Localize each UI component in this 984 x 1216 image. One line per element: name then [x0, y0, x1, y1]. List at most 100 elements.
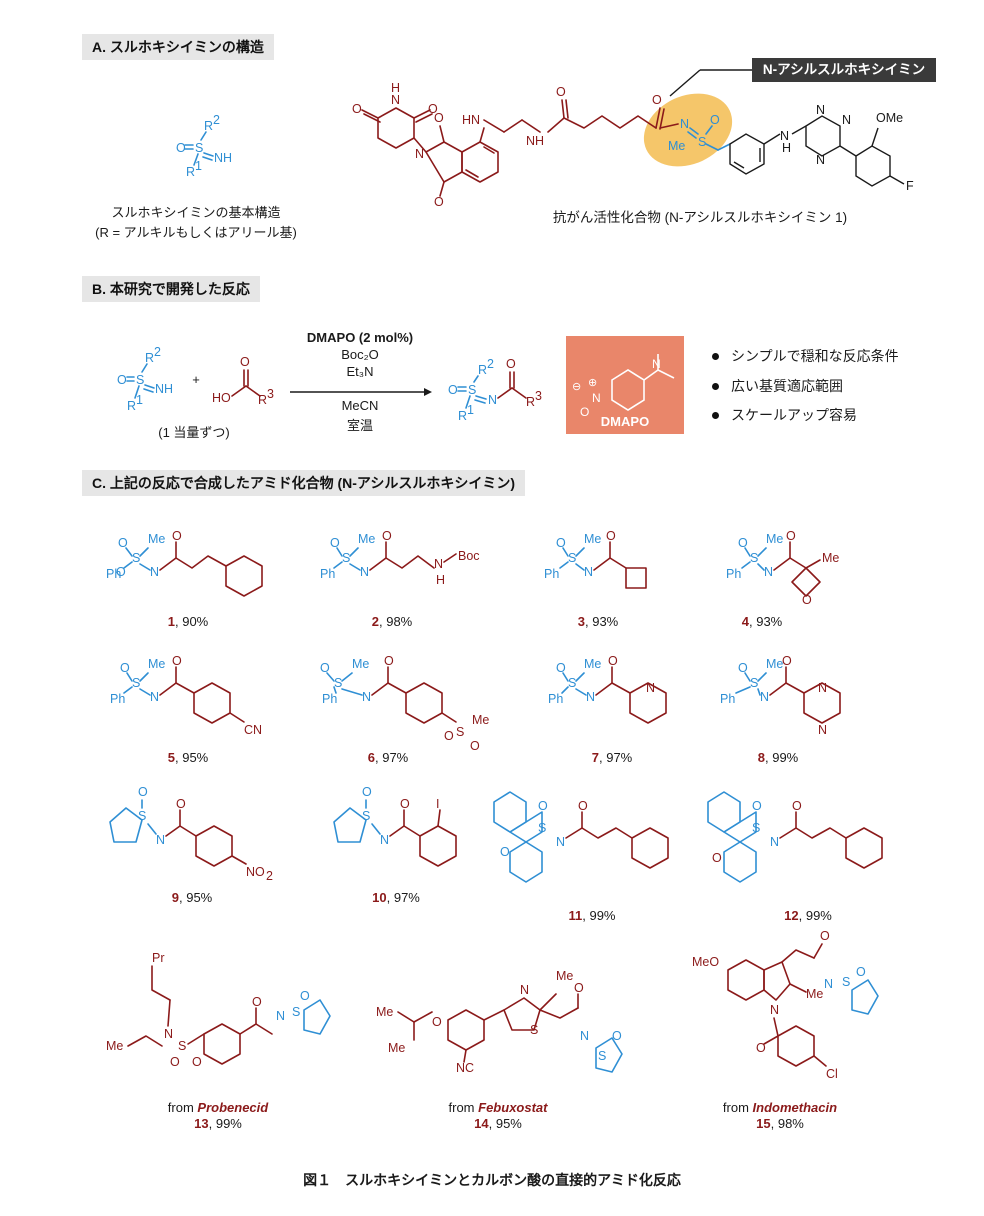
svg-text:S: S: [342, 551, 350, 565]
svg-text:S: S: [698, 135, 706, 149]
bullet-item-1: シンプルで穏和な反応条件: [712, 346, 899, 366]
svg-text:O: O: [606, 529, 616, 543]
svg-text:O: O: [820, 929, 830, 943]
bullet-item-3: スケールアップ容易: [712, 405, 857, 425]
svg-text:Me: Me: [148, 657, 165, 671]
svg-text:2: 2: [154, 345, 161, 359]
svg-text:Ph: Ph: [322, 692, 337, 706]
svg-text:O: O: [470, 739, 480, 753]
compound-label: 3, 93%: [577, 614, 619, 629]
svg-text:O: O: [384, 654, 394, 668]
svg-text:2: 2: [266, 869, 273, 883]
svg-text:Me: Me: [556, 969, 573, 983]
section-a-header: A. スルホキシイミンの構造: [82, 34, 274, 60]
svg-text:S: S: [568, 676, 576, 690]
svg-text:R: R: [478, 363, 487, 377]
svg-text:CN: CN: [244, 723, 262, 737]
catalyst-label: DMAPO (2 mol%): [306, 330, 414, 345]
svg-text:O: O: [738, 661, 748, 675]
svg-text:Me: Me: [388, 1041, 405, 1055]
svg-text:O: O: [538, 799, 548, 813]
svg-text:O: O: [432, 1015, 442, 1029]
svg-text:N: N: [818, 681, 827, 695]
bullet-dot-icon: [712, 382, 719, 390]
compound-label: 5, 95%: [167, 750, 209, 765]
svg-text:R: R: [526, 395, 535, 409]
svg-text:S: S: [752, 821, 760, 835]
compound-label: 12, 99%: [784, 908, 832, 923]
svg-text:Me: Me: [584, 657, 601, 671]
svg-text:S: S: [568, 551, 576, 565]
svg-text:NH: NH: [214, 151, 232, 165]
svg-text:S: S: [842, 975, 850, 989]
svg-text:R: R: [204, 119, 213, 133]
svg-text:H: H: [391, 81, 400, 95]
svg-text:N: N: [680, 117, 689, 131]
svg-text:S: S: [456, 725, 464, 739]
equivalents-note: (1 当量ずつ): [158, 425, 230, 440]
svg-text:R: R: [127, 399, 136, 413]
svg-text:O: O: [578, 799, 588, 813]
svg-text:N: N: [842, 113, 851, 127]
svg-text:S: S: [538, 821, 546, 835]
svg-text:O: O: [712, 851, 722, 865]
svg-text:1: 1: [195, 159, 202, 173]
svg-text:N: N: [360, 565, 369, 579]
svg-text:O: O: [170, 1055, 180, 1069]
svg-text:N: N: [646, 681, 655, 695]
svg-text:⊖: ⊖: [572, 381, 581, 393]
svg-text:S: S: [178, 1039, 186, 1053]
svg-text:Me: Me: [376, 1005, 393, 1019]
svg-text:S: S: [334, 676, 342, 690]
bullet-dot-icon: [712, 352, 719, 360]
compound-15-structure: MeO N Me O N SO O Cl: [692, 929, 879, 1081]
svg-text:O: O: [176, 797, 186, 811]
svg-text:R: R: [186, 165, 195, 179]
svg-text:Ph: Ph: [320, 567, 335, 581]
bullet-dot-icon: [712, 411, 719, 419]
svg-text:O: O: [172, 654, 182, 668]
svg-text:O: O: [176, 141, 186, 155]
svg-text:Ph: Ph: [548, 692, 563, 706]
svg-text:N: N: [276, 1009, 285, 1023]
svg-text:Boc: Boc: [458, 549, 480, 563]
svg-text:O: O: [506, 357, 516, 371]
svg-text:O: O: [500, 845, 510, 859]
svg-text:S: S: [598, 1049, 606, 1063]
svg-text:N: N: [488, 393, 497, 407]
svg-text:S: S: [468, 383, 476, 397]
svg-text:N: N: [824, 977, 833, 991]
svg-text:Me: Me: [668, 139, 685, 153]
reagent-boc2o: Boc₂O: [341, 347, 379, 362]
svg-text:Ph: Ph: [726, 567, 741, 581]
svg-text:H: H: [436, 573, 445, 587]
svg-text:Ph: Ph: [110, 692, 125, 706]
svg-text:S: S: [132, 551, 140, 565]
compound-14-structure: Me Me O NC NS Me O N SO: [376, 969, 623, 1075]
svg-text:3: 3: [267, 387, 274, 401]
svg-text:Me: Me: [766, 532, 783, 546]
compound-10-structure: SO N O I: [333, 785, 457, 867]
svg-text:N: N: [764, 565, 773, 579]
compound-label: 13, 99%: [194, 1116, 242, 1131]
svg-text:N: N: [156, 833, 165, 847]
dmapo-structure-box: N N O ⊖ ⊕: [566, 336, 684, 434]
svg-text:O: O: [428, 102, 438, 116]
svg-text:S: S: [195, 141, 203, 155]
svg-text:S: S: [292, 1005, 300, 1019]
svg-text:1: 1: [136, 393, 143, 407]
svg-text:N: N: [818, 723, 827, 737]
svg-text:O: O: [240, 355, 250, 369]
compound-label: 10, 97%: [372, 890, 420, 905]
svg-text:N: N: [380, 833, 389, 847]
svg-text:Me: Me: [358, 532, 375, 546]
svg-text:N: N: [362, 690, 371, 704]
svg-text:N: N: [816, 153, 825, 167]
svg-text:NC: NC: [456, 1061, 474, 1075]
section-c-header: C. 上記の反応で合成したアミド化合物 (N-アシルスルホキシイミン): [82, 470, 526, 496]
svg-text:O: O: [756, 1041, 766, 1055]
